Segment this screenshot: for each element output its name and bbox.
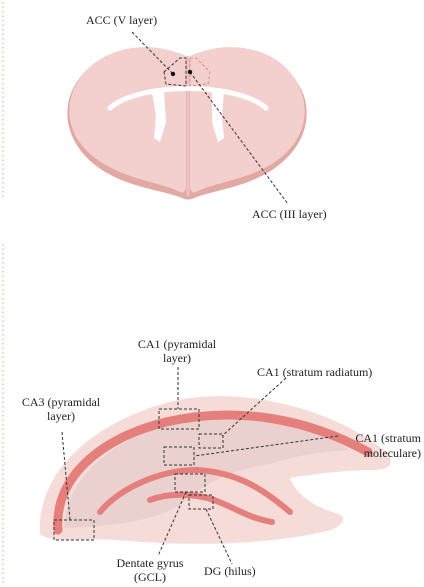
label-dg-hilus: DG (hilus)	[204, 564, 256, 578]
acc-iii-dot	[188, 70, 192, 74]
label-acc-v-layer: ACC (V layer)	[86, 13, 157, 27]
label-dentate-gyrus-gcl-line1: Dentate gyrus	[90, 556, 210, 570]
label-ca1-stratum-moleculare-line2: moleculare)	[300, 446, 421, 460]
label-ca1-stratum-radiatum: CA1 (stratum radiatum)	[257, 365, 372, 379]
label-ca1-pyramidal-line2: layer)	[112, 351, 242, 365]
label-ca1-pyramidal-line1: CA1 (pyramidal	[112, 337, 242, 351]
label-ca1-stratum-moleculare-line1: CA1 (stratum	[300, 431, 421, 445]
label-ca3-pyramidal-line1: CA3 (pyramidal	[6, 395, 116, 409]
label-acc-iii-layer: ACC (III layer)	[252, 207, 327, 221]
label-ca3-pyramidal-line2: layer)	[6, 409, 116, 423]
acc-v-dot	[171, 72, 175, 76]
coronal-brain-section	[67, 32, 306, 204]
label-dentate-gyrus-gcl-line2: (GCL)	[90, 570, 210, 584]
